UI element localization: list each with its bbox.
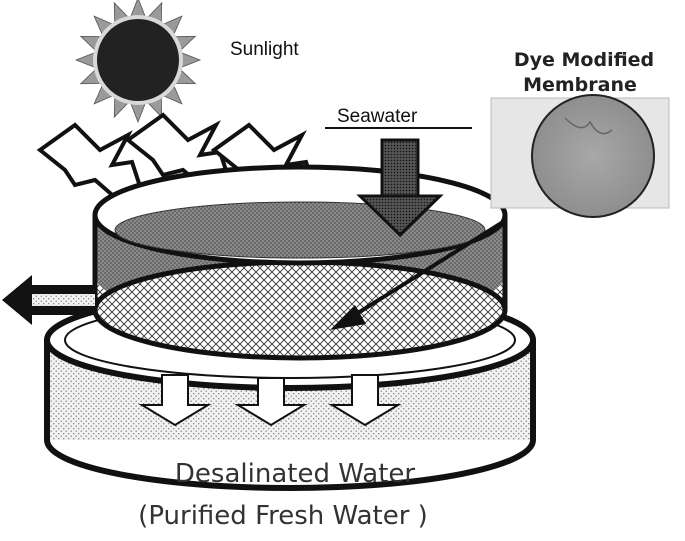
pointer-arrow: [330, 220, 505, 330]
sunlight-label: Sunlight: [230, 39, 299, 60]
membrane-label-line1: Dye Modified: [514, 49, 654, 71]
caption-line1: Desalinated Water: [175, 459, 415, 489]
membrane-photo: [490, 94, 670, 218]
arrow-down-icon: [234, 377, 308, 427]
sun-icon: [74, 0, 202, 124]
arrow-down-icon: [328, 374, 402, 427]
membrane-label-line2: Membrane: [523, 74, 637, 96]
arrow-down-icon: [356, 138, 444, 238]
arrow-left-icon: [2, 275, 95, 325]
arrow-down-icon: [138, 374, 212, 427]
seawater-label: Seawater: [337, 106, 418, 127]
seawater-container: [92, 164, 508, 361]
caption-line2: (Purified Fresh Water ): [138, 501, 428, 531]
